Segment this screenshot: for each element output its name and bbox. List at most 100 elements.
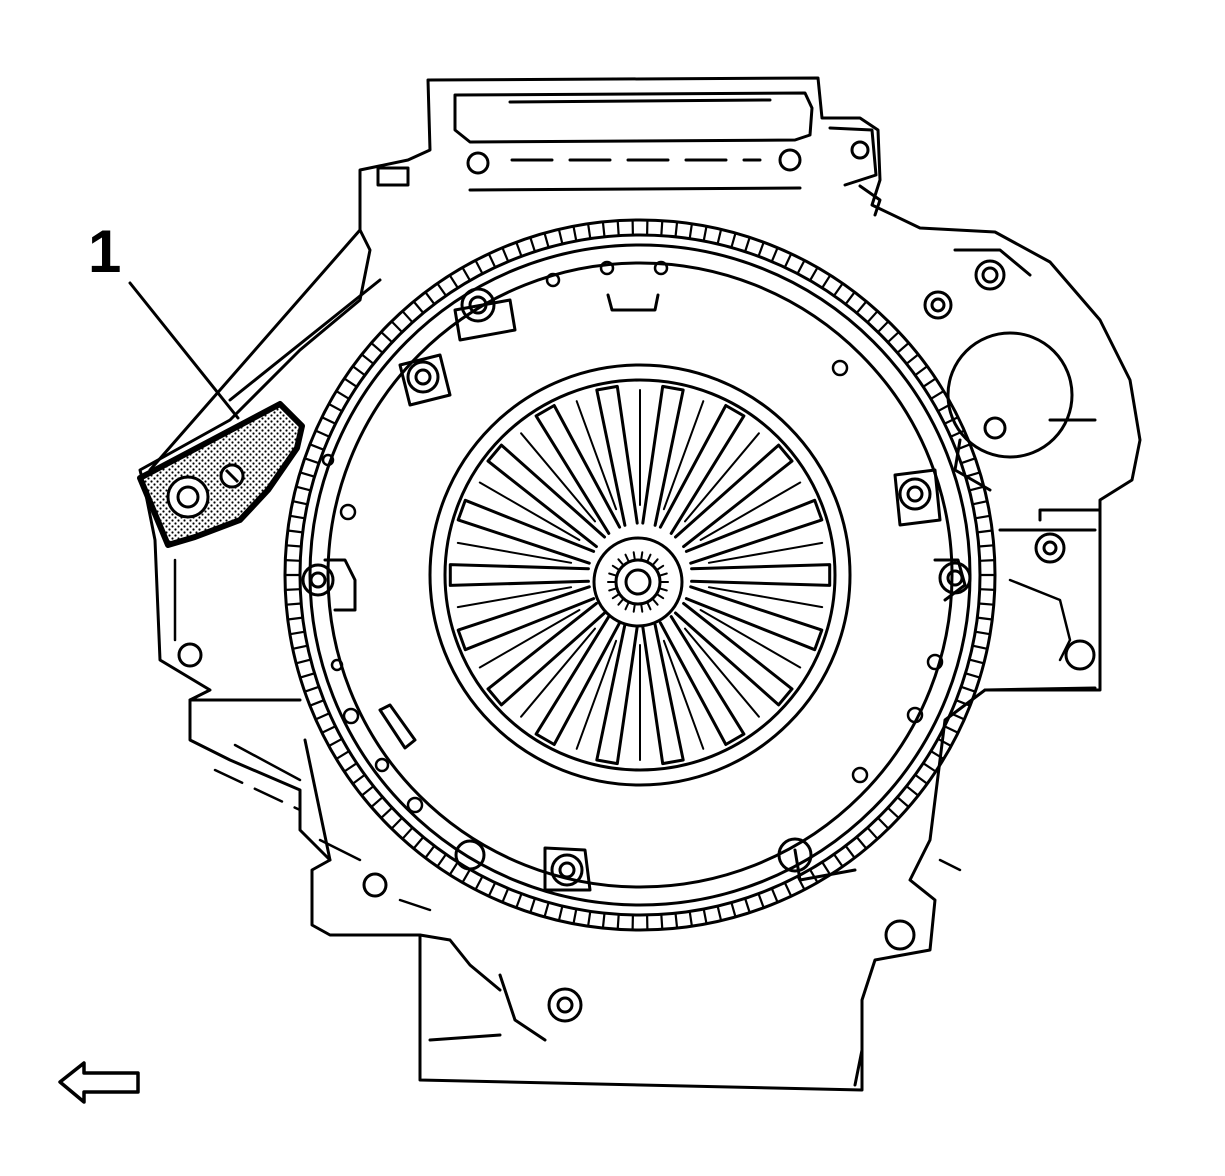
gear-tooth xyxy=(574,909,577,924)
gear-tooth xyxy=(661,221,662,236)
gear-tooth xyxy=(381,332,392,342)
gear-tooth xyxy=(516,894,521,908)
gear-tooth xyxy=(300,673,314,677)
hub-spline xyxy=(641,552,642,560)
diaphragm-finger xyxy=(643,386,683,525)
gear-tooth xyxy=(973,646,988,649)
hub-spline xyxy=(659,574,667,576)
gear-tooth xyxy=(938,739,951,746)
gear-tooth xyxy=(476,260,483,273)
gear-tooth xyxy=(502,888,508,902)
diaphragm-slot xyxy=(521,629,595,717)
gear-tooth xyxy=(822,275,830,288)
diaphragm-spring xyxy=(430,365,850,785)
pressure-plate-notch xyxy=(608,295,658,310)
hub-spline xyxy=(626,602,629,609)
hub-spline xyxy=(609,588,617,590)
gear-tooth xyxy=(310,444,324,450)
gear-tooth xyxy=(969,660,984,664)
hub-spline xyxy=(613,594,620,598)
gear-tooth xyxy=(897,797,908,807)
gear-tooth xyxy=(798,260,805,273)
gear-tooth xyxy=(293,646,308,649)
gear-tooth xyxy=(759,894,764,908)
gear-tooth xyxy=(290,632,305,635)
gear-tooth xyxy=(336,391,349,399)
gear-tooth xyxy=(704,909,707,924)
gear-tooth xyxy=(403,311,413,322)
gear-tooth xyxy=(316,431,330,437)
gear-tooth xyxy=(310,700,324,706)
gear-tooth xyxy=(980,560,995,561)
gear-tooth xyxy=(897,343,908,353)
gear-tooth xyxy=(603,913,605,928)
starter-mount-lobe xyxy=(948,333,1095,490)
gear-tooth xyxy=(704,226,707,241)
gear-tooth xyxy=(676,913,678,928)
gear-tooth xyxy=(588,911,590,926)
gear-tooth xyxy=(690,224,692,239)
gear-tooth xyxy=(336,751,349,759)
gear-tooth xyxy=(362,355,374,364)
gear-tooth xyxy=(745,898,750,912)
diaphragm-finger xyxy=(450,565,588,586)
hub-spline xyxy=(641,604,642,612)
gear-tooth xyxy=(915,366,927,375)
hub-spline xyxy=(657,594,664,598)
gear-tooth xyxy=(868,311,878,322)
gear-tooth xyxy=(846,846,855,858)
diaphragm-slot xyxy=(685,629,759,717)
gear-tooth xyxy=(888,332,899,342)
gear-tooth xyxy=(285,589,300,590)
gear-tooth xyxy=(846,292,855,304)
gear-tooth xyxy=(329,739,342,746)
diaphragm-finger xyxy=(597,386,637,525)
gear-tooth xyxy=(878,321,889,332)
gear-tooth xyxy=(489,883,495,897)
gear-tooth xyxy=(759,242,764,256)
gear-tooth xyxy=(502,248,508,262)
hub-spline xyxy=(626,555,629,562)
gear-tooth xyxy=(516,242,521,256)
gear-tooth xyxy=(322,417,336,424)
gear-tooth xyxy=(530,237,535,251)
flywheel-ring-gear xyxy=(285,220,995,930)
hub-spline xyxy=(647,555,650,562)
gear-tooth xyxy=(290,516,305,519)
gear-tooth xyxy=(353,366,365,375)
gear-tooth xyxy=(381,808,392,818)
gear-tooth xyxy=(979,604,994,605)
gear-tooth xyxy=(316,713,330,719)
gear-tooth xyxy=(966,673,980,677)
diaphragm-finger xyxy=(692,565,830,586)
gear-tooth xyxy=(344,379,357,387)
gear-tooth xyxy=(961,687,975,692)
gear-tooth xyxy=(450,275,458,288)
gear-tooth xyxy=(973,501,988,504)
gear-tooth xyxy=(969,487,984,491)
left-arrow-icon xyxy=(60,1063,138,1102)
gear-tooth xyxy=(745,237,750,251)
gear-tooth xyxy=(403,828,413,839)
engine-housing-outline xyxy=(140,78,1140,1090)
gear-tooth xyxy=(979,545,994,546)
gear-tooth xyxy=(857,302,867,314)
gear-tooth xyxy=(545,903,549,917)
gear-tooth xyxy=(392,818,403,829)
gear-tooth xyxy=(437,854,446,866)
gear-tooth xyxy=(344,763,357,771)
gear-tooth xyxy=(718,906,722,921)
gear-tooth xyxy=(868,828,878,839)
hub-spline xyxy=(659,588,667,590)
gear-tooth xyxy=(961,458,975,463)
gear-tooth xyxy=(977,618,992,620)
gear-tooth xyxy=(476,876,483,889)
gear-tooth xyxy=(371,797,382,807)
gear-tooth xyxy=(450,862,458,875)
gear-tooth xyxy=(618,221,619,236)
gear-tooth xyxy=(661,914,662,929)
gear-tooth xyxy=(300,472,314,476)
hub-spline xyxy=(652,559,657,565)
gear-tooth xyxy=(296,487,311,491)
